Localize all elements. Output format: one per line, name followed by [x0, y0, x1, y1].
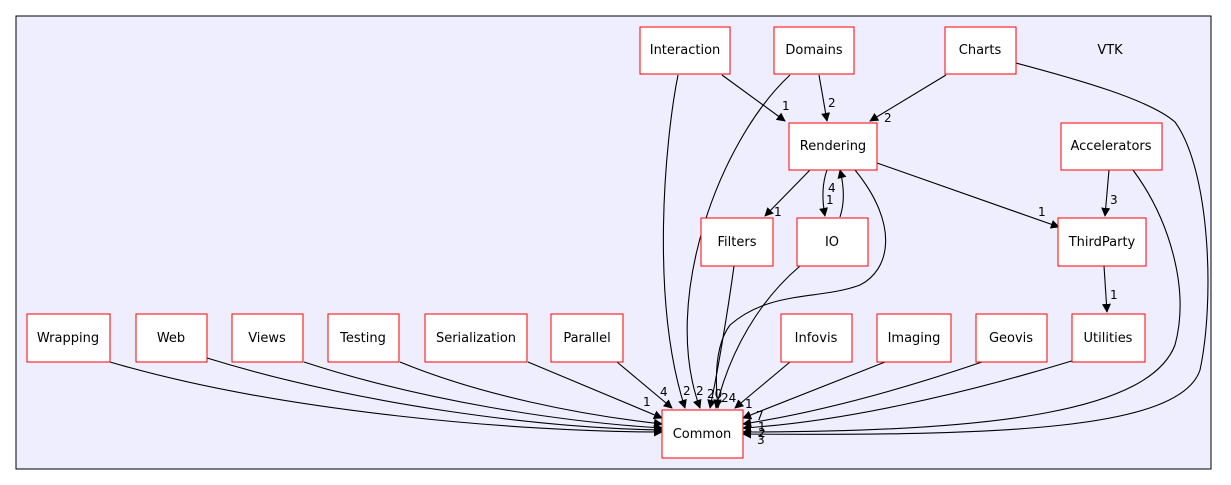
edge-domains-rendering — [818, 74, 831, 122]
svg-text:Imaging: Imaging — [888, 331, 941, 346]
edge-thirdparty-utilities — [1101, 265, 1111, 313]
edge-label-domains-rendering: 2 — [828, 96, 836, 110]
vtk-cluster — [15, 15, 1212, 470]
svg-text:Testing: Testing — [339, 331, 386, 346]
svg-text:Parallel: Parallel — [563, 331, 610, 346]
node-serialization[interactable]: Serialization — [424, 313, 528, 363]
svg-text:Filters: Filters — [718, 235, 757, 250]
edge-serialization-common — [527, 361, 663, 420]
edge-rendering-filters — [764, 169, 811, 217]
cluster-label: VTK — [1097, 43, 1123, 58]
edge-interaction-common — [662, 74, 687, 409]
node-utilities[interactable]: Utilities — [1071, 313, 1146, 363]
edge-charts-common — [742, 62, 1209, 439]
node-web[interactable]: Web — [135, 313, 208, 363]
edge-label-rendering-thirdparty: 1 — [1038, 205, 1046, 219]
edge-label-infovis-common: 1 — [745, 397, 753, 411]
node-geovis[interactable]: Geovis — [975, 313, 1048, 363]
edge-label-imaging-common: 7 — [756, 409, 764, 423]
nodes: Interaction Domains Charts Rendering Acc… — [26, 26, 1163, 459]
edge-infovis-common — [734, 361, 791, 409]
edge-imaging-common — [742, 361, 886, 420]
node-common[interactable]: Common — [661, 409, 744, 459]
edge-label-thirdparty-utilities: 1 — [1110, 288, 1118, 302]
edge-label-accelerators-thirdparty: 3 — [1110, 193, 1118, 207]
edge-label-utilities-common: 2 — [758, 426, 766, 440]
edge-filters-common — [707, 265, 735, 409]
edge-views-common — [303, 361, 663, 433]
node-interaction[interactable]: Interaction — [639, 26, 731, 75]
edge-io-rendering — [837, 169, 847, 218]
node-wrapping[interactable]: Wrapping — [26, 313, 111, 363]
edge-label-parallel-common: 4 — [660, 385, 668, 399]
edge-charts-rendering — [869, 74, 947, 122]
svg-text:Charts: Charts — [959, 43, 1002, 58]
svg-text:Geovis: Geovis — [989, 331, 1033, 346]
node-io[interactable]: IO — [796, 217, 869, 267]
edge-label-interaction-rendering: 1 — [782, 99, 790, 113]
svg-text:Infovis: Infovis — [795, 331, 838, 346]
edge-label-rendering-io: 4 — [828, 181, 836, 195]
edge-utilities-common — [742, 359, 1076, 432]
node-accelerators[interactable]: Accelerators — [1060, 122, 1163, 171]
node-parallel[interactable]: Parallel — [550, 313, 624, 363]
node-infovis[interactable]: Infovis — [780, 313, 853, 363]
svg-text:Common: Common — [673, 427, 732, 442]
node-imaging[interactable]: Imaging — [876, 313, 952, 363]
edge-label-interaction-common: 2 — [683, 384, 691, 398]
svg-text:Web: Web — [157, 331, 185, 346]
edge-rendering-common — [712, 169, 887, 409]
edge-accelerators-common — [742, 169, 1181, 437]
svg-text:Rendering: Rendering — [800, 139, 866, 154]
svg-text:Wrapping: Wrapping — [37, 331, 99, 346]
edge-label-rendering-filters: 1 — [774, 205, 782, 219]
edge-label-charts-rendering: 2 — [884, 111, 892, 125]
edge-rendering-io — [819, 169, 828, 217]
edge-label-io-rendering: 1 — [826, 193, 834, 207]
edge-accelerators-thirdparty — [1101, 169, 1111, 217]
node-views[interactable]: Views — [231, 313, 304, 363]
edge-testing-common — [399, 361, 663, 428]
node-filters[interactable]: Filters — [700, 217, 774, 267]
svg-text:Accelerators: Accelerators — [1070, 139, 1151, 154]
edge-io-common — [713, 265, 801, 409]
edge-wrapping-common — [109, 361, 663, 437]
edge-geovis-common — [742, 361, 983, 428]
svg-text:Domains: Domains — [785, 43, 842, 58]
svg-text:Utilities: Utilities — [1084, 331, 1133, 346]
node-rendering[interactable]: Rendering — [788, 122, 878, 171]
edge-web-common — [206, 357, 663, 435]
edge-parallel-common — [616, 361, 673, 409]
svg-text:ThirdParty: ThirdParty — [1068, 235, 1136, 250]
edge-interaction-rendering — [721, 74, 786, 122]
node-charts[interactable]: Charts — [944, 26, 1017, 75]
edge-label-domains-common: 2 — [696, 384, 704, 398]
svg-text:Serialization: Serialization — [436, 331, 516, 346]
edge-label-io-common: 24 — [721, 391, 736, 405]
edge-label-serialization-common: 1 — [643, 395, 651, 409]
edge-rendering-thirdparty — [876, 162, 1060, 229]
node-thirdparty[interactable]: ThirdParty — [1057, 217, 1147, 267]
svg-text:IO: IO — [825, 235, 839, 250]
node-testing[interactable]: Testing — [327, 313, 400, 363]
svg-text:Views: Views — [248, 331, 286, 346]
edge-label-charts-common: 3 — [757, 433, 765, 447]
svg-text:Interaction: Interaction — [650, 43, 721, 58]
node-domains[interactable]: Domains — [773, 26, 855, 75]
